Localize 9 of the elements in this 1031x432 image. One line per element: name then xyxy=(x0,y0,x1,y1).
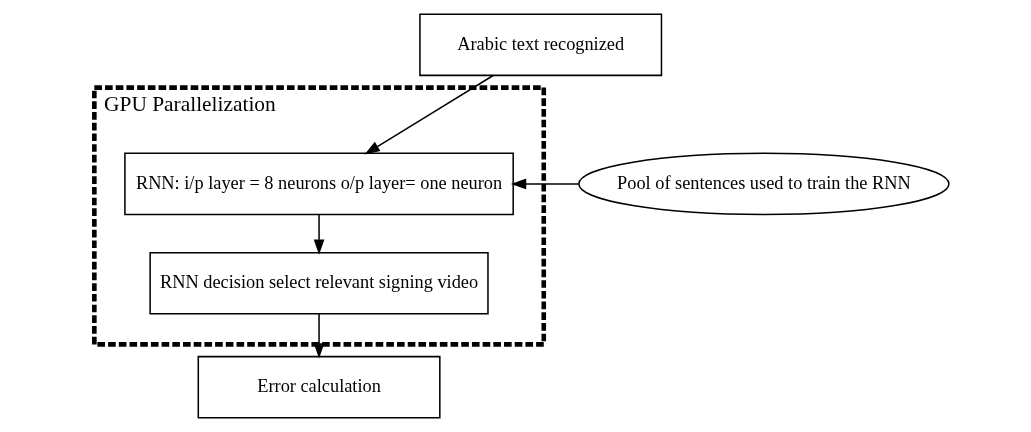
node-box: RNN: i/p layer = 8 neurons o/p layer= one neuron xyxy=(124,152,514,216)
arrow xyxy=(364,74,494,155)
arrow xyxy=(313,313,325,359)
arrow xyxy=(313,214,325,255)
node-box: RNN decision select relevant signing video xyxy=(149,251,489,315)
node-ellipse: Pool of sentences used to train the RNN xyxy=(578,152,950,216)
arrow xyxy=(510,178,580,190)
node-box: Error calculation xyxy=(197,355,441,419)
node-box: Arabic text recognized xyxy=(419,13,663,77)
